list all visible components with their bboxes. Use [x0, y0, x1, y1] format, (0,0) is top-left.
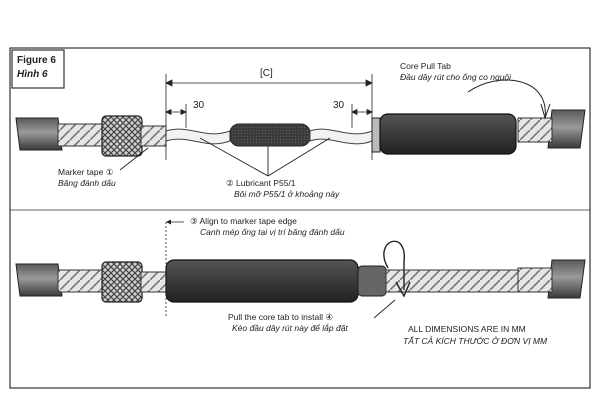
lower-right-cable-jacket: [547, 259, 586, 299]
lower-assembly: [15, 240, 586, 303]
right-cable-jacket: [547, 109, 586, 149]
left-conductor-twist: [57, 123, 104, 147]
core-pull-tab-label: Core Pull Tab: [400, 61, 451, 71]
tube-core-end: [371, 117, 381, 153]
core-pull-tab-leader: [467, 79, 546, 119]
lower-right-conductor: [385, 269, 519, 293]
pull-core-label-vi: Kéo đầu dây rút này để lắp đặt: [232, 323, 348, 333]
dimension-left-30: 30: [193, 100, 205, 111]
figure-frame: [9, 47, 591, 389]
tube-core-remaining: [357, 265, 387, 297]
pull-core-label: Pull the core tab to install ④: [228, 312, 333, 322]
marker-tape-label: Marker tape ①: [58, 167, 114, 177]
pull-leader: [373, 299, 396, 319]
figure-title-box: [11, 49, 65, 89]
lower-left-twist: [57, 269, 104, 293]
marker-tape-section: [140, 125, 167, 147]
lubricant-label: ② Lubricant P55/1: [226, 178, 296, 188]
knurled-connector: [101, 115, 143, 157]
upper-assembly: [15, 79, 586, 157]
dimension-lines: [165, 74, 373, 160]
dimensions-note: ALL DIMENSIONS ARE IN MM: [408, 324, 526, 334]
lower-marker-tape: [140, 271, 167, 293]
dimensions-note-vi: TẤT CẢ KÍCH THƯỚC Ở ĐƠN VỊ MM: [403, 336, 548, 346]
figure-title-vi: Hình 6: [17, 69, 48, 80]
marker-tape-label-vi: Băng đánh dấu: [58, 178, 116, 188]
lower-knurled-connector: [101, 261, 143, 303]
left-cable-jacket: [15, 117, 63, 151]
upper-leaders: [119, 137, 331, 177]
core-pull-tab-label-vi: Đầu dây rút cho ống co nguội: [400, 72, 512, 82]
lubricant-label-vi: Bôi mỡ P55/1 ở khoảng này: [234, 189, 340, 199]
lower-left-cable-jacket: [15, 263, 63, 297]
figure-title: Figure 6: [17, 55, 56, 66]
right-conductor-twist: [517, 117, 553, 143]
align-label: ③ Align to marker tape edge: [190, 216, 297, 226]
lower-right-twist: [517, 267, 553, 293]
lubricant-zone-left: [165, 128, 231, 145]
center-splice: [229, 123, 311, 147]
installed-cold-shrink-tube: [165, 259, 359, 303]
align-label-vi: Canh mép ống tại vị trí băng đánh dấu: [200, 227, 345, 237]
cold-shrink-tube: [379, 113, 517, 155]
dimension-c-label: [C]: [260, 68, 273, 79]
lubricant-zone-right: [309, 128, 373, 145]
dimension-right-30: 30: [333, 100, 345, 111]
pull-direction-arrow: [383, 240, 405, 290]
